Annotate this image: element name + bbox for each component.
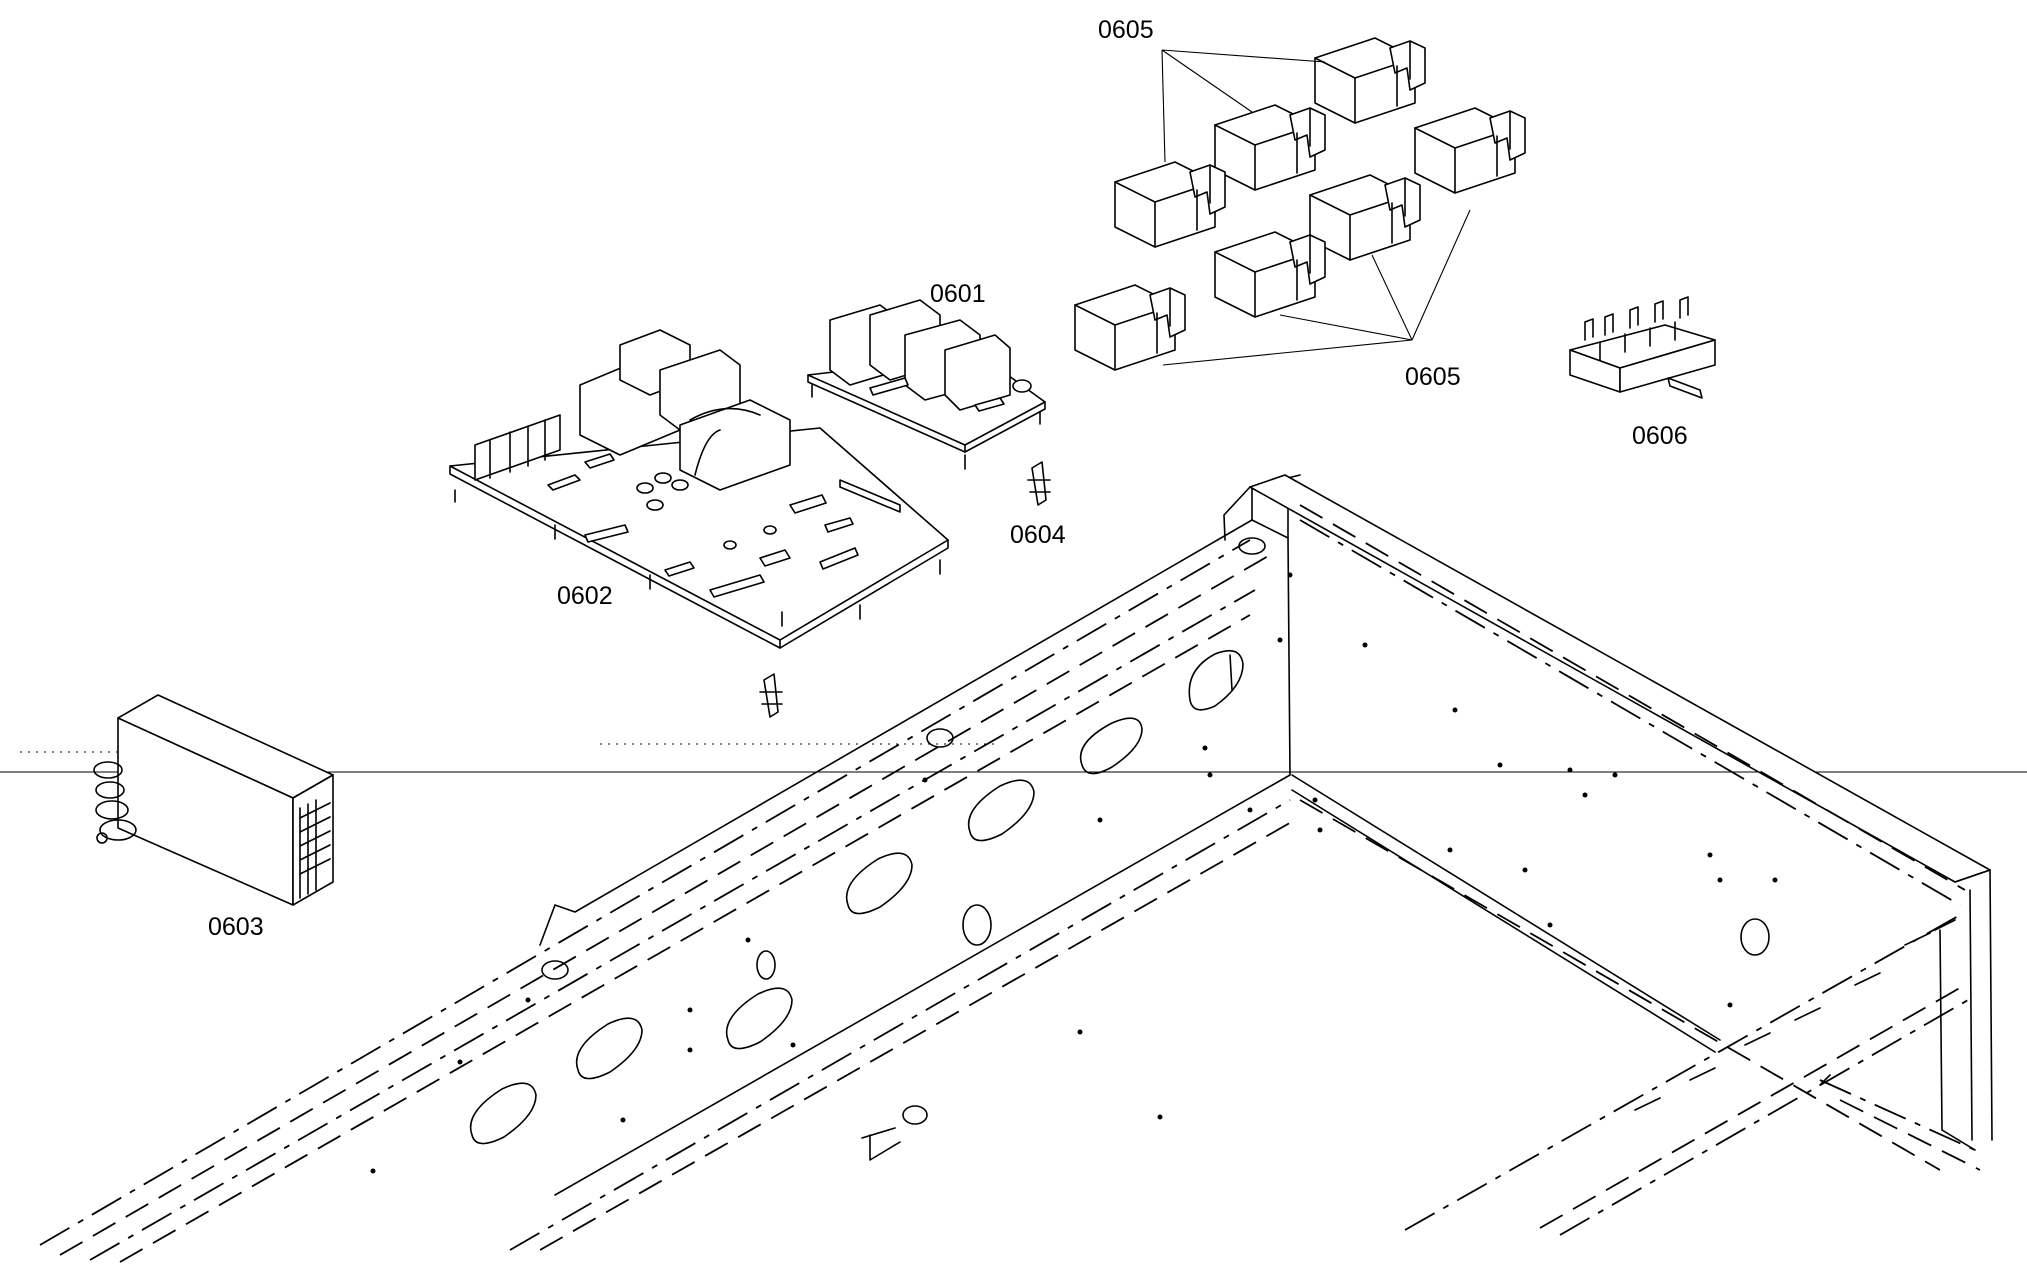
terminal-block [1569, 296, 1716, 399]
line-filter [93, 694, 334, 906]
screw-holes [370, 572, 1778, 1174]
main-control-board [449, 329, 949, 649]
label-0603: 0603 [208, 913, 264, 941]
relay-board [807, 299, 1046, 470]
label-0605-top: 0605 [1098, 16, 1154, 44]
rail-slots [1634, 919, 1956, 1111]
label-0605-bottom: 0605 [1405, 363, 1461, 391]
wall-holes [469, 537, 1770, 1161]
relay-modules [1074, 37, 1526, 371]
chassis-frame [0, 474, 2027, 1263]
label-0606: 0606 [1632, 422, 1688, 450]
label-0604: 0604 [1010, 521, 1066, 549]
part-labels: 0601 0602 0603 0604 0605 0605 0606 [208, 16, 1688, 941]
label-0601: 0601 [930, 280, 986, 308]
standoff-clips [759, 461, 1051, 718]
label-0602: 0602 [557, 582, 613, 610]
